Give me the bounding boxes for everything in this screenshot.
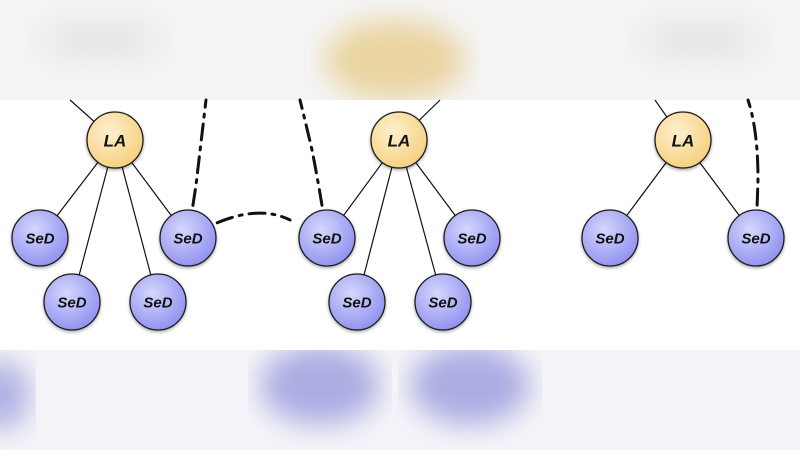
link-dashed <box>186 98 208 240</box>
nodes: LA SeD SeD SeD SeD LA SeD SeD SeD SeD LA SeD SeD <box>11 111 785 331</box>
la-label: LA <box>104 132 127 151</box>
la-circle <box>370 111 428 169</box>
sed-node: SeD <box>414 273 472 331</box>
bottom-blur-band <box>0 345 800 450</box>
la-circle <box>654 111 712 169</box>
sed-label: SeD <box>173 231 202 248</box>
sed-label: SeD <box>57 295 86 312</box>
sed-circle <box>727 209 785 267</box>
la-node: LA <box>654 111 712 169</box>
sed-label: SeD <box>25 231 54 248</box>
la-node: LA <box>86 111 144 169</box>
link-dashed <box>746 98 760 240</box>
sed-label: SeD <box>741 231 770 248</box>
sed-node: SeD <box>43 273 101 331</box>
sed-circle <box>11 209 69 267</box>
sed-node: SeD <box>581 209 639 267</box>
sed-node: SeD <box>727 209 785 267</box>
sed-circle <box>414 273 472 331</box>
sed-label: SeD <box>457 231 486 248</box>
sed-label: SeD <box>312 231 341 248</box>
sed-circle <box>328 273 386 331</box>
sed-circle <box>443 209 501 267</box>
sed-node: SeD <box>443 209 501 267</box>
la-label: LA <box>672 132 695 151</box>
la-circle <box>86 111 144 169</box>
sed-circle <box>129 273 187 331</box>
sed-circle <box>298 209 356 267</box>
sed-label: SeD <box>595 231 624 248</box>
sed-node: SeD <box>298 209 356 267</box>
sed-node: SeD <box>328 273 386 331</box>
sed-circle <box>581 209 639 267</box>
sed-circle <box>43 273 101 331</box>
sed-label: SeD <box>428 295 457 312</box>
sed-circle <box>159 209 217 267</box>
top-blur-band <box>0 0 800 100</box>
sed-node: SeD <box>129 273 187 331</box>
sed-label: SeD <box>143 295 172 312</box>
sed-node: SeD <box>11 209 69 267</box>
la-label: LA <box>388 132 411 151</box>
sed-node: SeD <box>159 209 217 267</box>
la-node: LA <box>370 111 428 169</box>
sed-label: SeD <box>342 295 371 312</box>
